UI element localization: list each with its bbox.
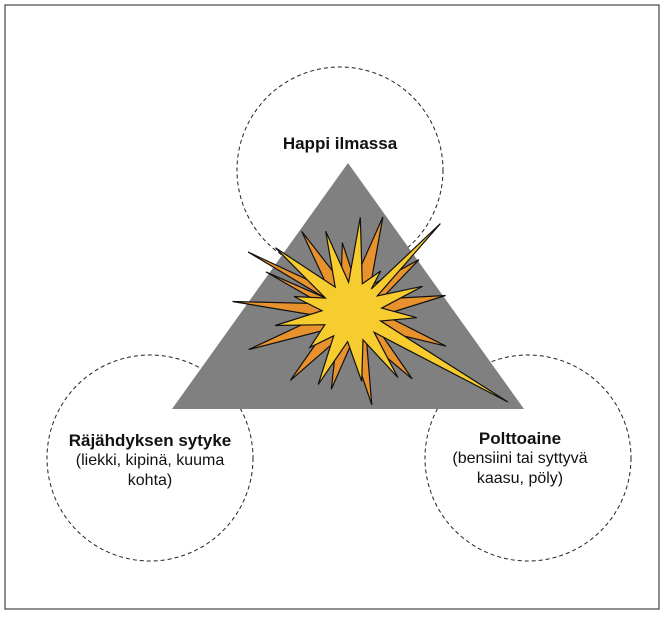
frame-border <box>4 4 660 610</box>
label-ignition-title: Räjähdyksen sytyke <box>68 431 232 450</box>
label-fuel: Polttoaine (bensiini tai syttyvä kaasu, … <box>430 428 610 489</box>
label-fuel-title: Polttoaine <box>478 429 562 448</box>
label-oxygen-title: Happi ilmassa <box>282 134 398 153</box>
label-oxygen: Happi ilmassa <box>230 133 450 154</box>
explosion-burst-icon <box>232 216 509 406</box>
label-fuel-subtitle: (bensiini tai syttyvä kaasu, pöly) <box>452 450 588 487</box>
label-ignition-subtitle: (liekki, kipinä, kuuma kohta) <box>75 452 225 489</box>
circle-ignition <box>46 354 254 562</box>
label-ignition: Räjähdyksen sytyke (liekki, kipinä, kuum… <box>45 430 255 491</box>
burst-front-spikes <box>274 217 509 403</box>
circle-fuel <box>424 354 632 562</box>
